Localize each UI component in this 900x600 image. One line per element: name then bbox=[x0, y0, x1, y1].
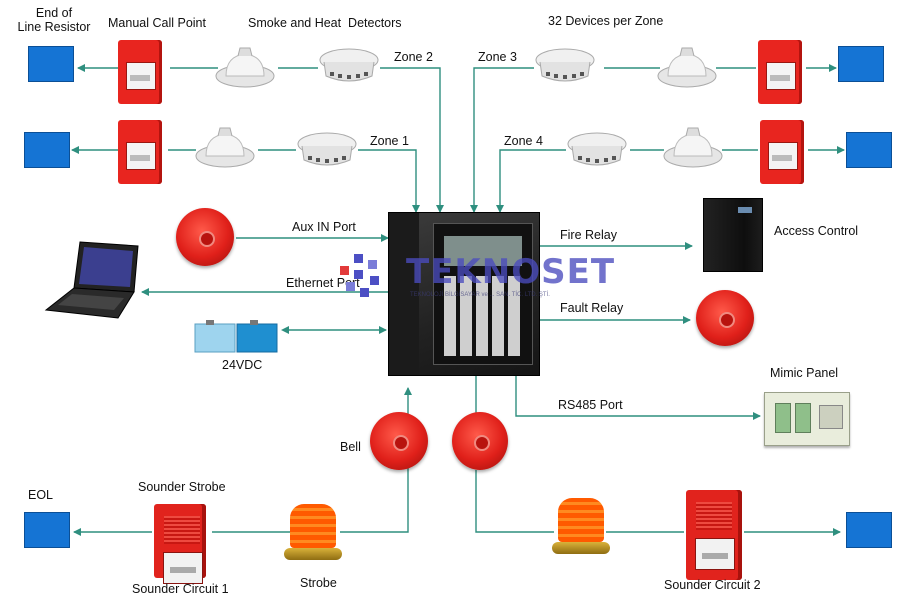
battery-icon bbox=[194, 320, 278, 353]
end-of-line-resistor-label: End of Line Resistor bbox=[17, 6, 91, 34]
manual-call-point-label: Manual Call Point bbox=[108, 16, 206, 30]
wire-zone1-main bbox=[358, 149, 420, 213]
aux-in-bell-icon bbox=[176, 208, 234, 266]
fire-relay-label: Fire Relay bbox=[560, 228, 617, 242]
wire-zone2-main bbox=[380, 67, 444, 213]
eol-resistor-zone4 bbox=[846, 132, 892, 168]
aux-in-port-label: Aux IN Port bbox=[292, 220, 356, 234]
vdc-label: 24VDC bbox=[222, 358, 263, 372]
manual-call-point-zone3 bbox=[758, 40, 802, 104]
smoke-detector-icon bbox=[535, 48, 595, 82]
access-control-label: Access Control bbox=[774, 224, 859, 238]
sounder-strobe-unit bbox=[154, 504, 206, 584]
ethernet-port-label: Ethernet Port bbox=[286, 276, 360, 290]
zone4-label: Zone 4 bbox=[504, 134, 543, 148]
manual-call-point-zone1 bbox=[118, 120, 162, 184]
rs485-port-label: RS485 Port bbox=[558, 398, 623, 412]
smoke-detector-icon bbox=[567, 132, 627, 166]
sounder-circuit-2-label: Sounder Circuit 2 bbox=[664, 578, 761, 592]
zone1-label: Zone 1 bbox=[370, 134, 409, 148]
sounder-circuit-1-label: Sounder Circuit 1 bbox=[132, 582, 229, 596]
smoke-heat-detectors-label: Smoke and Heat Detectors bbox=[248, 16, 402, 30]
zone3-label: Zone 3 bbox=[478, 50, 517, 64]
strobe-label: Strobe bbox=[300, 576, 337, 590]
eol-resistor-sounder-2 bbox=[846, 512, 892, 548]
fault-relay-label: Fault Relay bbox=[560, 301, 624, 315]
heat-detector-icon bbox=[195, 127, 255, 168]
access-control-unit bbox=[703, 198, 763, 272]
manual-call-point-zone4 bbox=[760, 120, 804, 184]
wire-rs485 bbox=[512, 365, 761, 420]
sounder-strobe-label: Sounder Strobe bbox=[138, 480, 226, 494]
wire-zone4-main bbox=[496, 149, 566, 213]
eol-resistor-zone3 bbox=[838, 46, 884, 82]
mimic-panel-label: Mimic Panel bbox=[770, 366, 839, 380]
sounder-unit bbox=[686, 490, 742, 580]
fault-relay-bell-icon bbox=[696, 290, 754, 346]
devices-per-zone-label: 32 Devices per Zone bbox=[548, 14, 664, 28]
bell-icon bbox=[452, 412, 508, 470]
laptop-icon bbox=[44, 241, 139, 319]
smoke-detector-icon bbox=[297, 132, 357, 166]
eol-resistor-zone2 bbox=[28, 46, 74, 82]
mimic-panel-unit bbox=[764, 392, 850, 446]
bell-icon bbox=[370, 412, 428, 470]
heat-detector-icon bbox=[657, 47, 717, 88]
eol-label: EOL bbox=[28, 488, 54, 502]
heat-detector-icon bbox=[215, 47, 275, 88]
wire-zone3-main bbox=[470, 67, 534, 213]
smoke-detector-icon bbox=[319, 48, 379, 82]
wire-sounder-circuit-2 bbox=[475, 470, 684, 533]
heat-detector-icon bbox=[663, 127, 723, 168]
manual-call-point-zone2 bbox=[118, 40, 162, 104]
fire-alarm-control-panel bbox=[388, 212, 540, 376]
bell-label: Bell bbox=[340, 440, 361, 454]
zone2-label: Zone 2 bbox=[394, 50, 433, 64]
eol-resistor-zone1 bbox=[24, 132, 70, 168]
eol-resistor-sounder-1 bbox=[24, 512, 70, 548]
